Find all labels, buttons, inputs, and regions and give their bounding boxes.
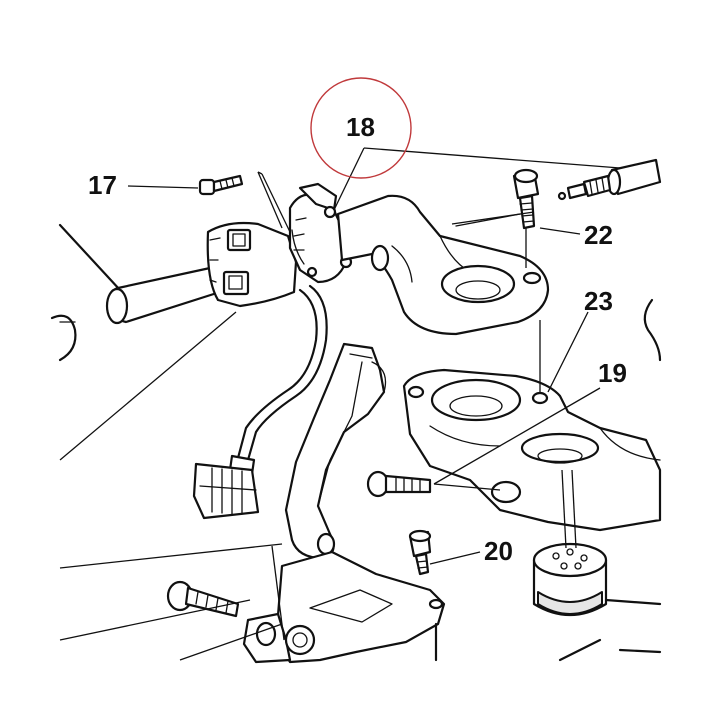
bolt-19-icon: [366, 470, 432, 498]
handlebar-tube: [50, 223, 222, 362]
lever-arm: [284, 342, 387, 560]
switch-housing: [206, 221, 298, 308]
bolt-20-icon: [408, 529, 432, 576]
plug-part: [557, 158, 662, 201]
callout-20: 20: [484, 536, 513, 566]
right-edge-parts: [558, 298, 662, 662]
callout-22: 22: [584, 220, 613, 250]
leader-lines: [59, 147, 621, 661]
callout-19: 19: [598, 358, 627, 388]
callout-17: 17: [88, 170, 117, 200]
screw-17-icon: [198, 174, 244, 196]
callout-18: 18: [346, 112, 375, 142]
lower-housing: [402, 368, 662, 532]
sensor-canister: [532, 469, 662, 616]
bolt-22-icon: [512, 168, 540, 230]
long-bolt-icon: [166, 580, 240, 618]
base-plate: [242, 550, 446, 664]
highlight-circle-18: [310, 77, 412, 179]
part-18-collar: [288, 182, 353, 284]
connector: [192, 462, 260, 520]
upper-bracket: [336, 194, 550, 336]
callout-23: 23: [584, 286, 613, 316]
